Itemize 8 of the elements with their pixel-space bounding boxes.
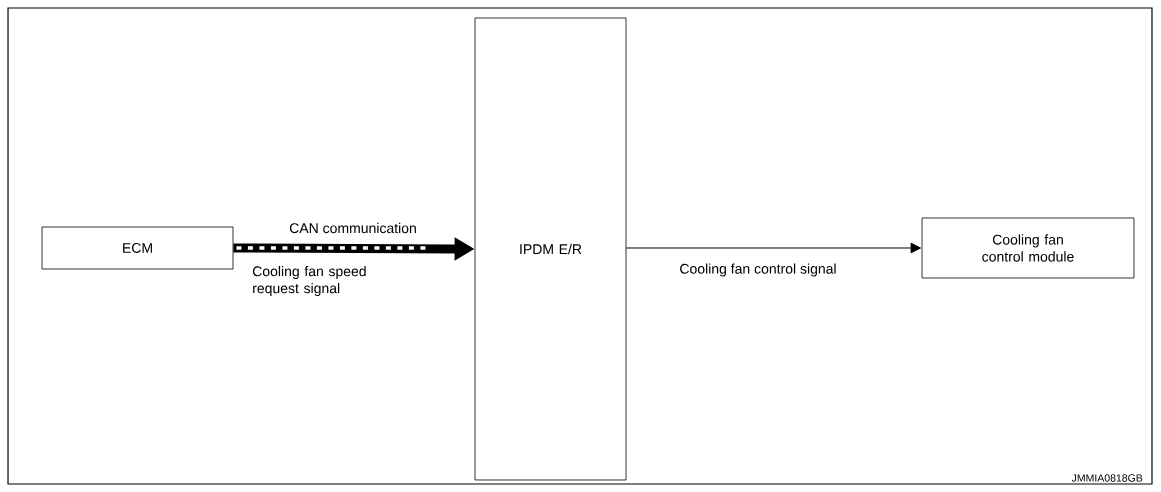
- edge-label: CAN communication: [289, 222, 416, 234]
- block-box: Cooling fan control module: [921, 217, 1135, 279]
- block-box: ECM: [41, 226, 234, 270]
- drawing-code: JMMIA0818GB: [1071, 474, 1143, 482]
- signal-label: Cooling fan speed request signal: [252, 265, 366, 296]
- edge-label: Cooling fan control signal: [680, 263, 836, 277]
- block-box: IPDM E/R: [474, 17, 627, 481]
- arrow: [625, 242, 921, 254]
